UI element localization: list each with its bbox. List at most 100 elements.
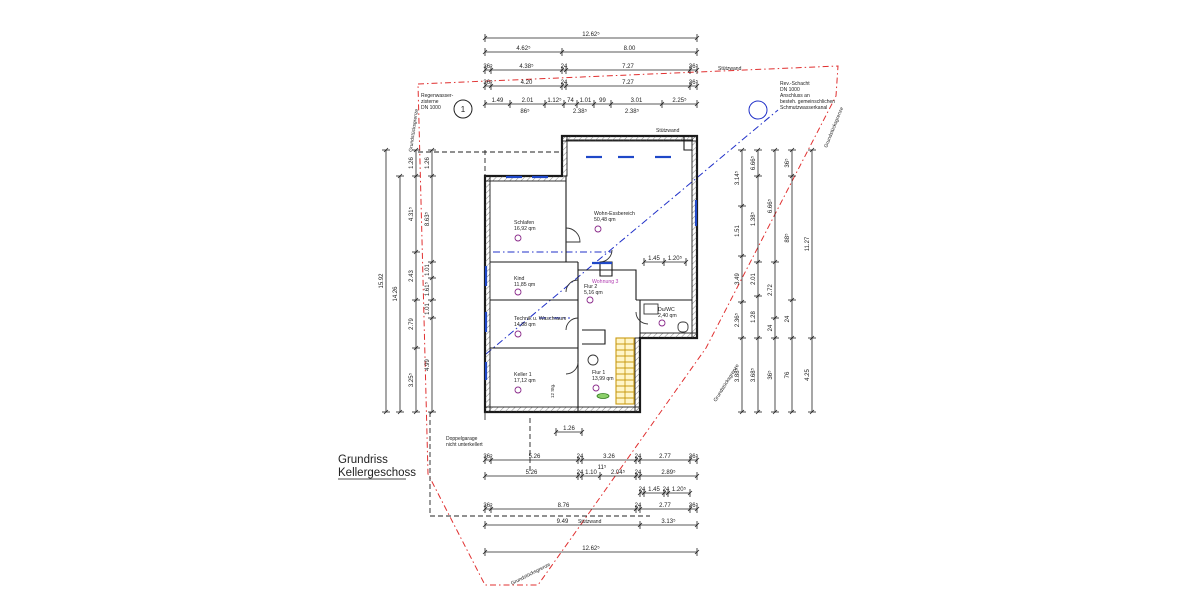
dim-right-e-label: 4.25	[805, 369, 811, 381]
dim-right-a-label: 1.51	[735, 225, 741, 237]
dim-bottom-2-label: 2.04⁵	[611, 469, 626, 476]
svg-text:nicht unterkellert: nicht unterkellert	[446, 442, 483, 448]
svg-text:50,48 qm: 50,48 qm	[594, 217, 616, 223]
dim-bottom-1-label: 2.77	[659, 454, 671, 460]
dim-top-1-label: 12.62⁵	[582, 31, 600, 38]
garage-outline	[429, 412, 650, 517]
svg-text:14,88 qm: 14,88 qm	[514, 322, 536, 328]
dim-right-d-label: 6.66⁵	[767, 198, 774, 213]
dim-top-3-label: 24	[561, 64, 568, 70]
room-wohn-essbereich: Wohn-Essbereich 50,48 qm	[594, 211, 635, 233]
svg-text:16,92 qm: 16,92 qm	[514, 226, 536, 232]
svg-text:Technik u. Waschraum: Technik u. Waschraum	[514, 316, 566, 322]
dim-left-3-label: 1.26	[409, 157, 415, 169]
dim-bottom-inner-1-label: 1.26	[563, 426, 575, 432]
drawing-title-line1: Grundriss	[338, 454, 388, 466]
dim-right-a-label: 3.88⁵	[734, 367, 741, 382]
svg-text:11,85 qm: 11,85 qm	[514, 282, 535, 288]
dim-bottom-2-label: 2.89⁵	[661, 469, 676, 476]
stuetzwand-label-top: Stützwand	[718, 66, 742, 72]
drainage-line	[485, 109, 779, 355]
dim-top-4-label: 4.20	[521, 80, 533, 86]
svg-text:Doppelgarage: Doppelgarage	[446, 436, 478, 442]
note-doppelgarage: Doppelgarage nicht unterkellert	[446, 436, 483, 448]
svg-text:Schlafen: Schlafen	[514, 220, 534, 226]
dim-bottom-1-label: 24	[635, 454, 642, 460]
inspection-shaft-symbol	[748, 100, 768, 120]
dim-right-a-label: 2.36⁵	[734, 312, 741, 327]
dim-top-5b-label: 86⁵	[520, 108, 530, 115]
dim-right-d-label: 36⁵	[767, 370, 774, 380]
dim-bottom-4-label: 2.77	[659, 503, 671, 509]
dim-bottom-2-label: 1.10	[585, 470, 597, 476]
room-keller-1: Keller 1 17,12 qm	[514, 372, 536, 394]
dim-top-5-label: 99	[599, 98, 606, 104]
dim-bottom-4-label: 8.76	[558, 503, 570, 509]
dim-bottom-4-label: 36⁵	[483, 502, 493, 509]
svg-text:5,16 qm: 5,16 qm	[584, 290, 603, 296]
room-flur-2: Flur 2 5,16 qm	[584, 284, 603, 304]
svg-text:Regenwasser-: Regenwasser-	[421, 93, 454, 99]
dim-top-4-label: 36⁵	[483, 79, 493, 86]
dim-bottom-1-label: 36⁵	[689, 453, 699, 460]
dim-left-4-label: 4.99	[425, 359, 431, 371]
svg-text:Du/WC: Du/WC	[658, 307, 675, 313]
dim-right-b-label: 36⁵	[784, 158, 791, 168]
stuetzwand-label-bottom: Stützwand	[578, 519, 602, 525]
dim-top-4-label: 36⁵	[689, 79, 699, 86]
room-labels: Schlafen 16,92 qm Wohn-Essbereich 50,48 …	[514, 211, 677, 394]
dim-right-a-label: 3.49	[735, 273, 741, 285]
dim-top-5-label: 1.01	[580, 98, 592, 104]
dim-left-4-label: 1.61⁵	[424, 281, 431, 296]
apartment-label: Wohnung 3	[592, 279, 619, 285]
drawing-title-line2: Kellergeschoss	[338, 467, 416, 479]
stuetzwand-label-house: Stützwand	[656, 128, 680, 134]
dim-left-1-label: 15.92	[379, 273, 385, 289]
note-regenwasser: Regenwasser- zisterne DN 1000	[421, 93, 454, 111]
cistern-label: 1	[461, 105, 466, 114]
dim-bottom-1-label: 3.26	[603, 454, 615, 460]
boundary-label-right: Grundstücksgrenze	[823, 106, 845, 149]
dim-bottom-3-label: 24	[639, 487, 646, 493]
dim-right-e-label: 11.27	[805, 236, 811, 251]
dim-left-4-label: 8.63⁵	[424, 211, 431, 226]
dim-bottom-1-label: 36⁵	[483, 453, 493, 460]
dim-top-5b-label: 2.38⁵	[625, 108, 640, 115]
svg-text:Schmutzwasserkanal: Schmutzwasserkanal	[780, 105, 827, 111]
dim-bottom-5-label: 9.49	[557, 519, 569, 525]
dim-bottom-inner-2-label: 1.45	[648, 256, 660, 262]
dim-bottom-inner-2-label: 1.20⁵	[668, 255, 683, 262]
dim-bottom-2-label: 24	[577, 470, 584, 476]
door-swings	[484, 227, 649, 420]
dim-bottom-2-label: 5.26	[526, 470, 538, 476]
dim-bottom-2-label: 24	[635, 470, 642, 476]
dim-top-2-label: 8.00	[624, 46, 636, 52]
dim-right-d-label: 24	[768, 324, 774, 331]
bathroom-fixtures	[587, 303, 689, 366]
dim-right-d-label: 2.72	[768, 284, 774, 296]
dim-top-4-label: 7.27	[622, 80, 634, 86]
dim-right-b-label: 88⁵	[784, 233, 791, 243]
dim-top-5-label: 74	[567, 98, 574, 104]
stair-label: 12 Stg.	[550, 384, 555, 398]
dim-top-5-label: 3.01	[631, 98, 643, 104]
dim-bottom-4-label: 36⁵	[689, 502, 699, 509]
dim-bottom-4-label: 24	[635, 503, 642, 509]
dim-top-5-label: 2.01	[522, 98, 534, 104]
dim-right-c-label: 1.28	[751, 311, 757, 323]
dimension-chains: 12.62⁵ 4.62⁵ 8.00 36⁵ 4.38⁵ 24 7.27 36⁵ 36⁵ 4.20 2…	[379, 31, 816, 556]
dim-top-5-label: 2.25⁵	[672, 97, 687, 104]
dim-top-3-label: 4.38⁵	[519, 63, 534, 70]
dim-bottom-3-label: 1.45	[648, 487, 660, 493]
dim-bottom-1-label: 5.26	[529, 454, 541, 460]
dim-top-3-label: 7.27	[622, 64, 634, 70]
svg-text:Flur 1: Flur 1	[592, 370, 605, 376]
dim-top-3-label: 36⁵	[483, 63, 493, 70]
dim-left-4-label: 1.26	[425, 157, 431, 169]
dim-top-5-label: 1.12⁵	[547, 97, 562, 104]
dim-top-2-label: 4.62⁵	[516, 45, 531, 52]
dim-right-c-label: 1.38⁵	[750, 211, 757, 226]
dim-right-a-label: 3.14⁵	[734, 170, 741, 185]
dim-left-3-label: 4.31⁵	[408, 206, 415, 221]
